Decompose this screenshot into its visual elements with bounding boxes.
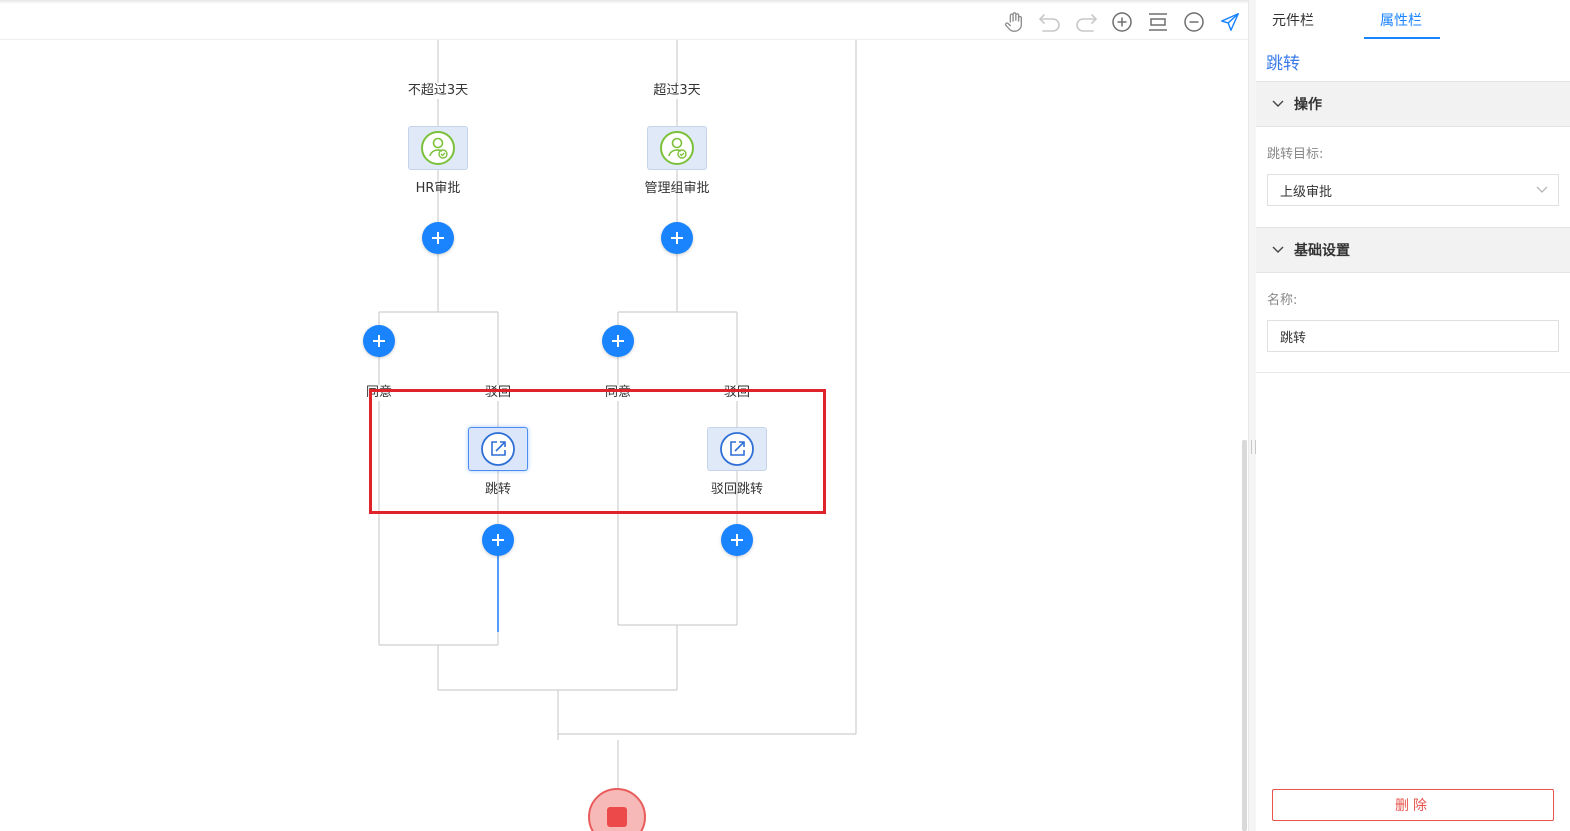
add-node-button[interactable] [422, 222, 454, 254]
section-header-basic[interactable]: 基础设置 [1256, 227, 1570, 273]
name-label: 名称: [1267, 293, 1298, 308]
canvas-scrollbar[interactable] [1242, 440, 1247, 831]
approver-node-hr[interactable] [408, 126, 468, 170]
panel-title: 跳转 [1266, 54, 1300, 74]
jump-node-selected[interactable] [468, 427, 528, 471]
toolbar-divider [0, 39, 1248, 40]
add-node-button[interactable] [661, 222, 693, 254]
jump-target-label: 跳转目标: [1267, 147, 1324, 162]
name-input[interactable]: 跳转 [1267, 320, 1559, 352]
undo-icon[interactable] [1032, 6, 1068, 38]
plus-icon [731, 534, 743, 546]
fit-icon[interactable] [1140, 6, 1176, 38]
name-input-value: 跳转 [1280, 330, 1307, 346]
panel-splitter[interactable] [1248, 0, 1257, 831]
properties-panel: 元件栏 属性栏 跳转 操作 跳转目标: 上级审批 基础设置 名称: 跳转 删除 [1256, 0, 1570, 831]
chevron-down-icon [1272, 100, 1284, 108]
panel-tabs: 元件栏 属性栏 [1256, 0, 1570, 40]
add-branch-button[interactable] [602, 325, 634, 357]
section-title-operation: 操作 [1294, 97, 1322, 113]
splitter-grip-icon[interactable] [1251, 440, 1256, 454]
zoom-in-icon[interactable] [1104, 6, 1140, 38]
plus-icon [612, 335, 624, 347]
flow-canvas[interactable]: 不超过3天 超过3天 HR审批 管理组审批 同意 驳回 [0, 0, 1248, 831]
panel-divider [1256, 372, 1570, 373]
jump-target-value: 上级审批 [1280, 184, 1333, 200]
jump-icon [720, 432, 754, 466]
top-shadow [0, 0, 1248, 4]
plus-icon [373, 335, 385, 347]
approver-label-manager: 管理组审批 [644, 181, 710, 196]
canvas-toolbar [996, 6, 1248, 38]
plus-icon [432, 232, 444, 244]
chevron-down-icon [1536, 186, 1548, 193]
active-tab-indicator [1364, 37, 1440, 39]
approver-label-hr: HR审批 [415, 181, 461, 196]
highlight-annotation-box [369, 389, 826, 514]
add-node-button[interactable] [721, 524, 753, 556]
zoom-out-icon[interactable] [1176, 6, 1212, 38]
add-node-button[interactable] [482, 524, 514, 556]
tab-components[interactable]: 元件栏 [1272, 13, 1314, 29]
section-title-basic: 基础设置 [1294, 243, 1350, 259]
approver-icon [421, 131, 455, 165]
approver-icon [660, 131, 694, 165]
flow-edges [378, 40, 857, 790]
reject-jump-label: 驳回跳转 [710, 482, 764, 497]
send-icon[interactable] [1212, 6, 1248, 38]
hand-icon[interactable] [996, 6, 1032, 38]
end-node[interactable] [588, 788, 646, 831]
reject-jump-node[interactable] [707, 427, 767, 471]
tab-properties[interactable]: 属性栏 [1380, 13, 1422, 29]
stop-icon [607, 807, 627, 827]
section-header-operation[interactable]: 操作 [1256, 81, 1570, 127]
condition-label-manager[interactable]: 超过3天 [651, 83, 703, 99]
chevron-down-icon [1272, 246, 1284, 254]
jump-node-label: 跳转 [484, 482, 512, 497]
approver-node-manager[interactable] [647, 126, 707, 170]
plus-icon [671, 232, 683, 244]
add-branch-button[interactable] [363, 325, 395, 357]
delete-button[interactable]: 删除 [1272, 789, 1554, 821]
condition-label-hr[interactable]: 不超过3天 [405, 83, 471, 99]
redo-icon[interactable] [1068, 6, 1104, 38]
plus-icon [492, 534, 504, 546]
jump-target-select[interactable]: 上级审批 [1267, 174, 1559, 206]
jump-icon [481, 432, 515, 466]
